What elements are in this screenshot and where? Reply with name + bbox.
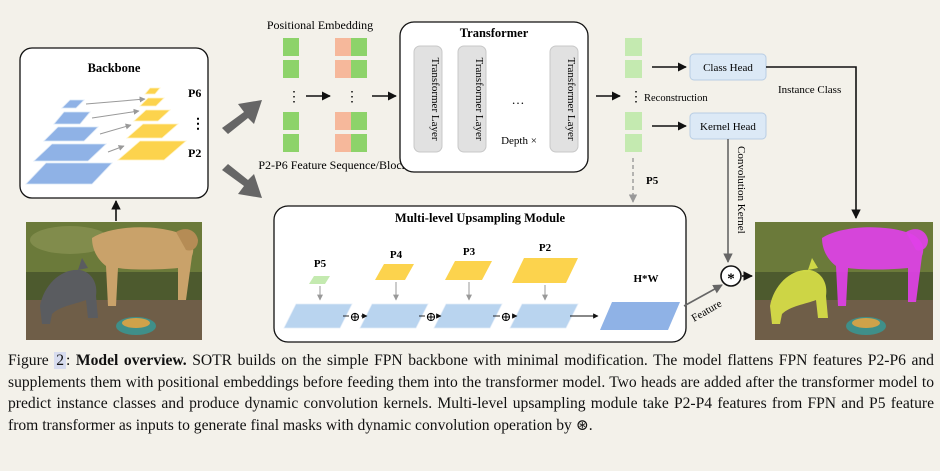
up-p5-label: P5 bbox=[314, 258, 327, 270]
backbone-dots: ⋮ bbox=[191, 117, 205, 132]
cat-shape bbox=[40, 269, 98, 324]
fpn-blue-level bbox=[43, 126, 99, 142]
fpn-blue-level bbox=[32, 143, 108, 162]
transformer-layer-1 bbox=[413, 45, 443, 153]
fpn-lateral-arrows bbox=[85, 96, 146, 153]
plus-op-2: ⊕ bbox=[426, 309, 437, 324]
up-p3-label: P3 bbox=[463, 246, 476, 258]
feature-dots-right: ⋮ bbox=[345, 90, 359, 105]
upsample-input-p5 bbox=[309, 276, 330, 284]
feature-label: Feature bbox=[690, 298, 725, 325]
big-gray-arrows bbox=[222, 100, 262, 198]
feature-sequence-label: P2-P6 Feature Sequence/Block bbox=[258, 158, 407, 172]
feature-column-left bbox=[283, 38, 299, 152]
upsample-block-4 bbox=[509, 303, 579, 329]
cat-mask bbox=[770, 269, 828, 324]
plus-op-1: ⊕ bbox=[350, 309, 361, 324]
fpn-yellow-level bbox=[132, 109, 172, 122]
reconstruction-label: Reconstruction bbox=[644, 93, 708, 104]
p5-link-label: P5 bbox=[646, 175, 659, 187]
transformer-layer-n bbox=[549, 45, 579, 153]
plus-op-3: ⊕ bbox=[501, 309, 512, 324]
upsample-block-1 bbox=[283, 303, 353, 329]
fpn-blue-level bbox=[25, 162, 113, 185]
up-p2-label: P2 bbox=[539, 242, 552, 254]
dynamic-conv-op bbox=[720, 265, 742, 287]
feature-column-right bbox=[335, 38, 367, 152]
dog-shape bbox=[92, 227, 194, 306]
transformer-box bbox=[399, 21, 589, 173]
feature-sequence-block: Positional Embedding ⋮ ⋮ P2-P6 Feature S… bbox=[258, 18, 407, 172]
class-head-to-output-arrow bbox=[766, 66, 861, 219]
fpn-yellow-level bbox=[125, 123, 180, 139]
kernel-head-label: Kernel Head bbox=[700, 121, 756, 133]
upsample-block-3 bbox=[433, 303, 503, 329]
transformer-layer-label: Transformer Layer bbox=[473, 58, 485, 141]
upsampling-module: Multi-level Upsampling Module P5 P4 P3 P… bbox=[273, 205, 687, 343]
feature-dots-left: ⋮ bbox=[287, 90, 301, 105]
upsample-block-2 bbox=[359, 303, 429, 329]
upsampling-title: Multi-level Upsampling Module bbox=[395, 211, 566, 225]
dog-mask bbox=[822, 227, 924, 306]
transformer-title: Transformer bbox=[460, 26, 529, 40]
gray-arrow-down bbox=[222, 164, 262, 198]
backbone-p2-label: P2 bbox=[188, 146, 201, 160]
transformer-layer-2 bbox=[457, 45, 487, 153]
upsample-input-p4 bbox=[375, 264, 414, 280]
convolution-kernel-label: Convolution Kernel bbox=[735, 146, 747, 234]
fpn-yellow-pyramid bbox=[116, 87, 188, 161]
dynamic-conv-symbol: * bbox=[727, 271, 735, 287]
caption-figure-word: Figure bbox=[8, 352, 55, 369]
caption-body: SOTR builds on the simple FPN backbone w… bbox=[8, 352, 934, 434]
fpn-blue-level bbox=[61, 99, 85, 109]
fpn-blue-level bbox=[53, 111, 91, 125]
caption-bold-title: Model overview. bbox=[75, 352, 187, 369]
transformer-ellipsis: … bbox=[512, 92, 525, 107]
gray-arrow-up bbox=[222, 100, 262, 134]
caption-figure-number: 2 bbox=[54, 352, 67, 369]
transformer-block: Transformer Transformer Layer Transforme… bbox=[399, 21, 589, 173]
transformer-layer-label: Transformer Layer bbox=[429, 58, 441, 141]
backbone-title: Backbone bbox=[88, 61, 141, 75]
backbone-p6-label: P6 bbox=[188, 86, 201, 100]
up-p4-label: P4 bbox=[390, 249, 403, 261]
upsample-output-hw bbox=[600, 302, 680, 330]
reconstruction-block: ⋮ Reconstruction bbox=[625, 38, 708, 152]
instance-class-label: Instance Class bbox=[778, 84, 841, 96]
reconstruction-dots: ⋮ bbox=[629, 90, 643, 105]
upsample-input-p3 bbox=[445, 261, 492, 280]
hw-label: H*W bbox=[633, 273, 658, 285]
transformer-layer-label: Transformer Layer bbox=[565, 58, 577, 141]
fpn-yellow-level bbox=[139, 97, 165, 107]
positional-embedding-label: Positional Embedding bbox=[267, 18, 373, 32]
fpn-yellow-level bbox=[144, 87, 161, 95]
transformer-depth-label: Depth × bbox=[501, 135, 537, 147]
class-head-label: Class Head bbox=[703, 62, 753, 74]
upsample-input-p2 bbox=[512, 258, 578, 283]
output-image bbox=[755, 222, 933, 340]
fpn-yellow-level bbox=[116, 140, 188, 161]
backbone-block: Backbone P6 ⋮ P2 bbox=[19, 47, 209, 199]
caption-colon: : bbox=[66, 352, 76, 369]
input-image bbox=[26, 222, 202, 340]
fpn-blue-pyramid bbox=[25, 99, 113, 185]
feature-to-conv-arrow bbox=[683, 284, 723, 307]
figure-caption: Figure 2: Model overview. SOTR builds on… bbox=[8, 350, 934, 436]
